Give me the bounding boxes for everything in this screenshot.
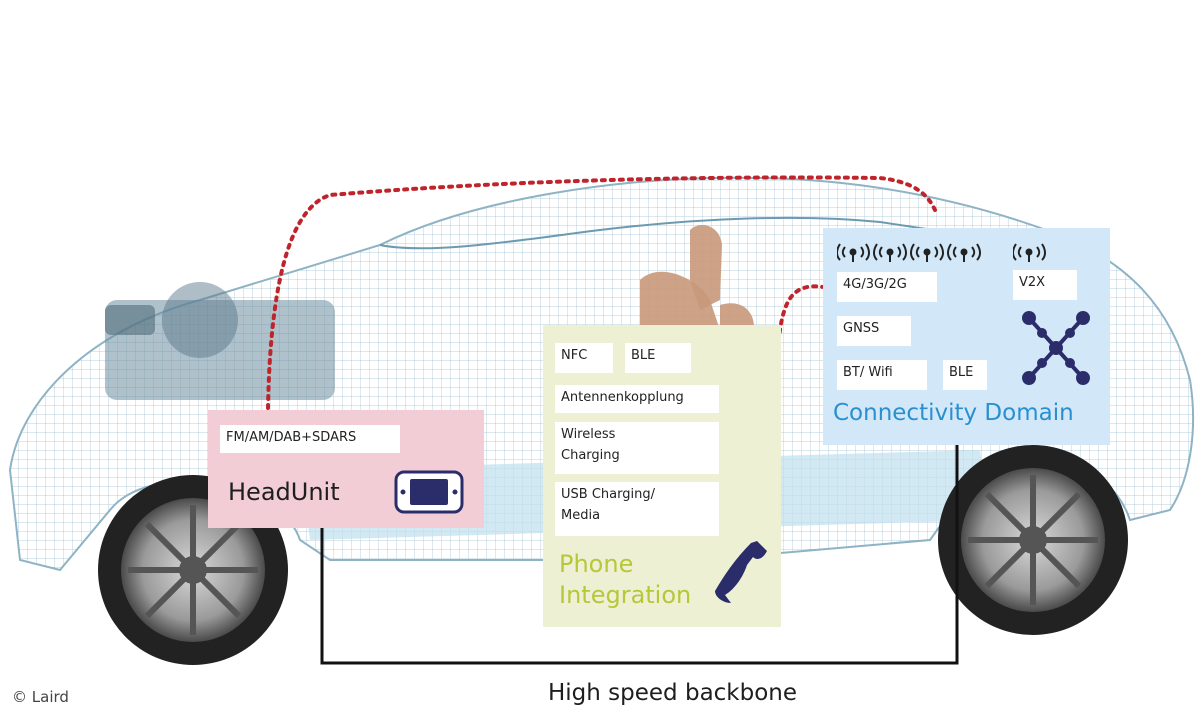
chip-usb-charging-media: USB Charging/ Media bbox=[555, 482, 719, 536]
phone-handset-icon bbox=[715, 541, 767, 603]
chip-v2x: V2X bbox=[1013, 270, 1077, 300]
chip-antennenkopplung: Antennenkopplung bbox=[555, 385, 719, 413]
chip-gnss: GNSS bbox=[837, 316, 911, 346]
dotted-connection-top bbox=[266, 175, 937, 410]
chip-bt-wifi: BT/ Wifi bbox=[837, 360, 927, 390]
headunit-panel: FM/AM/DAB+SDARS HeadUnit bbox=[208, 410, 484, 528]
antenna-signal-icon bbox=[837, 243, 981, 262]
v2x-antenna-icon bbox=[1013, 243, 1046, 262]
phone-integration-title-line-2: Integration bbox=[559, 581, 692, 609]
headunit-title: HeadUnit bbox=[228, 478, 340, 506]
v2x-network-icon bbox=[1022, 311, 1090, 385]
chip-wireless-line-1: Wireless bbox=[561, 427, 616, 442]
connectivity-domain-panel: 4G/3G/2G V2X GNSS BT/ Wifi BLE Connectiv… bbox=[823, 228, 1110, 445]
high-speed-backbone-label: High speed backbone bbox=[548, 680, 798, 706]
phone-integration-title: Phone Integration bbox=[559, 549, 691, 611]
phone-integration-panel: NFC BLE Antennenkopplung Wireless Chargi… bbox=[543, 325, 781, 627]
chip-wireless-line-2: Charging bbox=[561, 448, 620, 463]
driver-figure bbox=[640, 225, 754, 330]
high-speed-backbone-line bbox=[320, 445, 959, 665]
chip-usb-line-2: Media bbox=[561, 508, 601, 523]
image-credit: © Laird bbox=[12, 688, 69, 706]
chip-nfc: NFC bbox=[555, 343, 613, 373]
display-device-icon bbox=[394, 470, 464, 514]
rear-wheel bbox=[938, 445, 1128, 635]
chip-ble-connectivity: BLE bbox=[943, 360, 987, 390]
chip-usb-line-1: USB Charging/ bbox=[561, 487, 655, 502]
chip-wireless-charging: Wireless Charging bbox=[555, 422, 719, 474]
chip-ble: BLE bbox=[625, 343, 691, 373]
car-window-line bbox=[379, 216, 1001, 250]
chip-fm-am-dab: FM/AM/DAB+SDARS bbox=[220, 425, 400, 453]
chip-4g-3g-2g: 4G/3G/2G bbox=[837, 272, 937, 302]
connectivity-domain-title: Connectivity Domain bbox=[833, 400, 1074, 426]
phone-integration-title-line-1: Phone bbox=[559, 550, 634, 578]
engine bbox=[105, 282, 335, 400]
